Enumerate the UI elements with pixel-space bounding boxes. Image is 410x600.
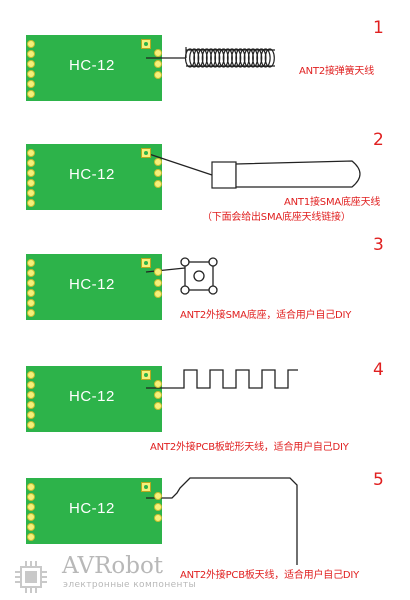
- caption-1: ANT2接弹簧天线: [299, 66, 374, 77]
- module-pin: [154, 158, 162, 166]
- module-label: HC-12: [69, 276, 115, 293]
- module-pin: [154, 60, 162, 68]
- module-pin: [154, 290, 162, 298]
- module-pin: [154, 169, 162, 177]
- module-label: HC-12: [69, 166, 115, 183]
- caption-2b: （下面会给出SMA底座天线链接）: [202, 212, 351, 223]
- module-pin: [154, 268, 162, 276]
- module-pin: [27, 80, 35, 88]
- panel-number-5: 5: [373, 470, 384, 490]
- module-pin: [27, 309, 35, 317]
- module-label: HC-12: [69, 388, 115, 405]
- watermark-brand: AVRobot: [62, 553, 164, 579]
- module-pin: [154, 71, 162, 79]
- module-pin: [27, 513, 35, 521]
- module-pin: [27, 199, 35, 207]
- caption-4: ANT2外接PCB板蛇形天线，适合用户自己DIY: [150, 442, 349, 453]
- module-pin: [27, 289, 35, 297]
- module-pin: [27, 299, 35, 307]
- module-pin: [27, 70, 35, 78]
- module-pin: [154, 380, 162, 388]
- module-pin: [27, 421, 35, 429]
- chip-logo-icon: [15, 561, 47, 593]
- watermark-subtitle: электронные компоненты: [63, 580, 196, 590]
- module-pin: [27, 411, 35, 419]
- panel-number-2: 2: [373, 130, 384, 150]
- antenna-pad: [141, 258, 151, 268]
- module-pin: [27, 401, 35, 409]
- module-pin: [154, 279, 162, 287]
- module-label: HC-12: [69, 500, 115, 517]
- meander-antenna: [146, 369, 298, 389]
- antenna-pad: [141, 148, 151, 158]
- module-pin: [27, 50, 35, 58]
- module-pin: [154, 180, 162, 188]
- module-label: HC-12: [69, 57, 115, 74]
- hc12-module-5: HC-12: [26, 478, 162, 544]
- module-pin: [27, 483, 35, 491]
- module-pin: [27, 259, 35, 267]
- module-pin: [27, 149, 35, 157]
- module-pin: [154, 49, 162, 57]
- module-pin: [27, 391, 35, 399]
- module-pin: [27, 493, 35, 501]
- module-pin: [27, 60, 35, 68]
- caption-2a: ANT1接SMA底座天线: [284, 197, 381, 208]
- antenna-pad: [141, 482, 151, 492]
- module-pin: [154, 492, 162, 500]
- coil-loop: [260, 48, 271, 68]
- antenna-pad: [141, 39, 151, 49]
- caption-3: ANT2外接SMA底座，适合用户自己DIY: [180, 310, 352, 321]
- antenna-pad: [141, 370, 151, 380]
- module-pin: [27, 179, 35, 187]
- module-pin: [27, 279, 35, 287]
- module-pin: [27, 169, 35, 177]
- module-pin: [27, 381, 35, 389]
- pcb-trace-antenna: [146, 477, 298, 565]
- sma-antenna: [145, 152, 361, 189]
- spring-antenna: [146, 47, 275, 68]
- coil-loop: [264, 48, 275, 68]
- module-pin: [154, 402, 162, 410]
- module-pin: [154, 503, 162, 511]
- module-pin: [27, 40, 35, 48]
- panel-number-3: 3: [373, 235, 384, 255]
- panel-number-4: 4: [373, 360, 384, 380]
- module-pin: [27, 503, 35, 511]
- hc12-module-1: HC-12: [26, 35, 162, 101]
- hc12-module-2: HC-12: [26, 144, 162, 210]
- caption-5: ANT2外接PCB板天线，适合用户自己DIY: [180, 570, 360, 581]
- module-pin: [27, 90, 35, 98]
- module-pin: [27, 371, 35, 379]
- module-pin: [27, 159, 35, 167]
- sma-socket-footprint: [145, 257, 218, 295]
- module-pin: [27, 523, 35, 531]
- module-pin: [27, 533, 35, 541]
- module-pin: [27, 269, 35, 277]
- panel-number-1: 1: [373, 18, 384, 38]
- module-pin: [27, 189, 35, 197]
- hc12-module-4: HC-12: [26, 366, 162, 432]
- module-pin: [154, 391, 162, 399]
- hc12-module-3: HC-12: [26, 254, 162, 320]
- module-pin: [154, 514, 162, 522]
